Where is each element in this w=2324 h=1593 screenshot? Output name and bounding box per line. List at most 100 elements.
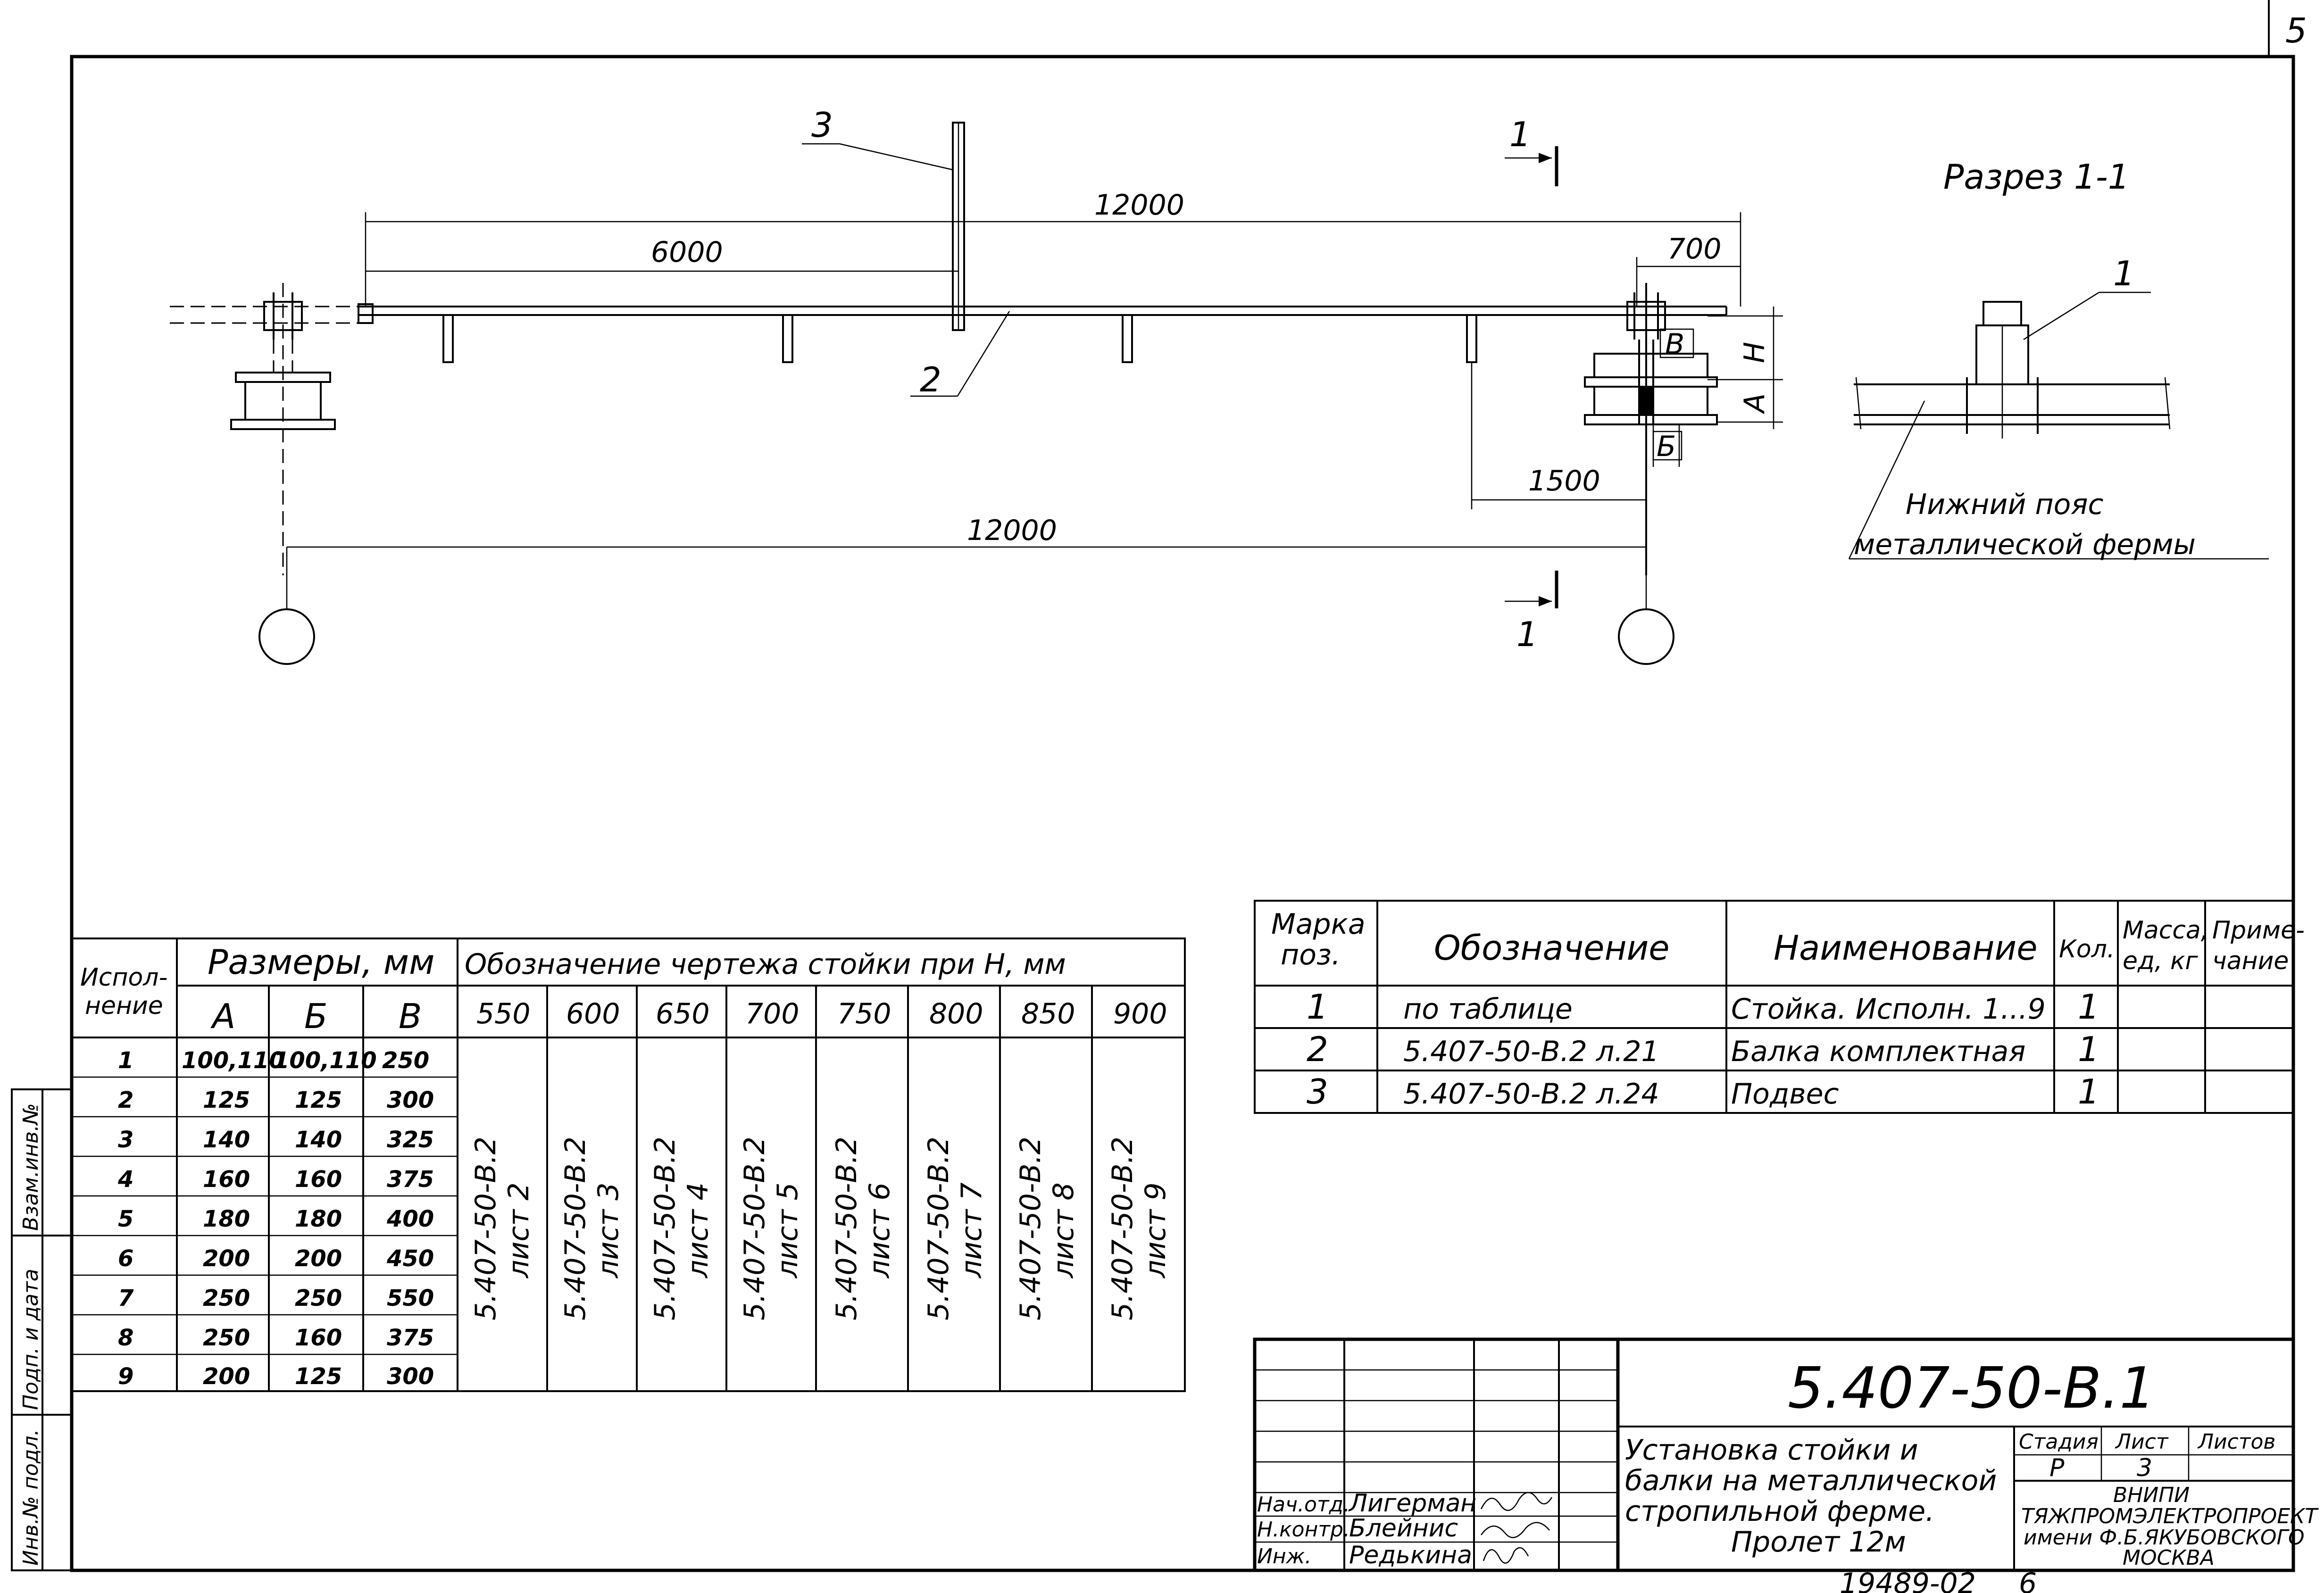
row1-a: 100,110	[182, 1047, 285, 1074]
dim-700: 700	[1667, 232, 1722, 266]
row2-v: 300	[387, 1087, 434, 1113]
hanger	[782, 314, 793, 363]
column-right	[1618, 608, 1674, 665]
spec-row2-qty: 1	[2078, 1029, 2099, 1069]
spec-row3-designation: 5.407-50-В.2 л.24	[1403, 1078, 1659, 1111]
size-header-b: Б	[304, 996, 327, 1036]
sheet-label: Лист	[2115, 1430, 2169, 1454]
ref-sheet-850: лист 8	[1047, 1182, 1080, 1278]
spec-h-mark-l2: поз.	[1281, 938, 1341, 971]
row8-a: 250	[203, 1325, 250, 1351]
row1-b: 100,110	[274, 1047, 377, 1074]
row6-a: 200	[203, 1245, 250, 1272]
spec-table: Марка поз. Обозначение Наименование Кол.…	[1254, 900, 2305, 1114]
row8-b: 160	[295, 1325, 342, 1351]
ref-code-750: 5.407-50-В.2	[830, 1137, 863, 1320]
sheet-value: 3	[2137, 1454, 2152, 1482]
section-note-line1: Нижний пояс	[1906, 488, 2103, 521]
h-550: 550	[476, 997, 531, 1030]
signature-2	[1480, 1522, 1550, 1538]
org-line3: имени Ф.Б.ЯКУБОВСКОГО	[2024, 1526, 2305, 1550]
doc-code: 5.407-50-В.1	[1788, 1356, 2156, 1421]
col-sizes: Размеры, мм	[208, 942, 434, 982]
section-note-line2: металлической фермы	[1854, 528, 2196, 561]
callout-3: 3	[811, 105, 833, 145]
row1-v: 250	[382, 1047, 429, 1074]
ref-sheet-650: лист 4	[682, 1182, 715, 1278]
hanger	[1466, 314, 1477, 363]
org-line4: МОСКВА	[2123, 1546, 2215, 1570]
label-box-v	[1659, 328, 1694, 358]
row4-version: 4	[117, 1166, 133, 1193]
side-stamp-f2: Подп. и дата	[19, 1269, 43, 1410]
row9-b: 125	[295, 1363, 342, 1390]
col-version-l1: Испол-	[80, 963, 167, 992]
h-600: 600	[566, 997, 620, 1030]
dim-6000: 6000	[651, 236, 723, 269]
section-title: Разрез 1-1	[1943, 157, 2130, 197]
h-900: 900	[1113, 997, 1167, 1030]
row2-b: 125	[295, 1087, 342, 1113]
stage-label: Стадия	[2019, 1430, 2099, 1454]
row8-version: 8	[118, 1325, 133, 1351]
bottom-code: 19489-02	[1840, 1567, 1976, 1593]
spec-row2-name: Балка комплектная	[1731, 1035, 2025, 1068]
h-750: 750	[837, 997, 891, 1030]
row8-v: 375	[387, 1325, 434, 1351]
person3-role: Инж.	[1257, 1544, 1311, 1568]
side-stamp-f1: Взам.инв.№	[19, 1103, 43, 1231]
note-leader	[1848, 400, 1925, 559]
person2-role: Н.контр.	[1257, 1518, 1350, 1542]
row4-b: 160	[295, 1166, 342, 1193]
callout-2-leader	[957, 311, 1010, 397]
row3-v: 325	[387, 1127, 434, 1153]
size-header-a: А	[210, 996, 235, 1036]
dim-12000-bottom: 12000	[967, 514, 1057, 547]
row6-version: 6	[118, 1245, 133, 1272]
ref-sheet-700: лист 5	[771, 1182, 804, 1278]
title-line3: стропильной ферме.	[1625, 1495, 1934, 1528]
spec-h-mass-l1: Масса,	[2123, 916, 2208, 945]
title-line1: Установка стойки и	[1625, 1434, 1918, 1467]
spec-row2-pos: 2	[1307, 1029, 1328, 1069]
row5-v: 400	[386, 1206, 434, 1232]
label-a: А	[1738, 393, 1771, 415]
hanger	[442, 314, 454, 363]
spec-row1-qty: 1	[2078, 987, 2099, 1027]
ref-sheet-750: лист 6	[863, 1182, 896, 1278]
person1-role: Нач.отд.	[1257, 1493, 1350, 1517]
title-line2: балки на металлической	[1625, 1464, 1997, 1497]
signature-1	[1480, 1492, 1553, 1511]
ref-code-700: 5.407-50-В.2	[738, 1137, 771, 1320]
h-800: 800	[929, 997, 983, 1030]
side-stamp-f3: Инв.№ подл.	[19, 1429, 43, 1566]
section-label-top: 1	[1509, 115, 1531, 154]
right-support	[1584, 283, 1718, 575]
signature-3	[1483, 1547, 1529, 1564]
row7-v: 550	[387, 1285, 434, 1311]
spec-row1-pos: 1	[1307, 987, 1328, 1027]
label-v: В	[1665, 328, 1684, 361]
spec-row3-qty: 1	[2078, 1072, 2099, 1112]
spec-row1-name: Стойка. Исполн. 1...9	[1731, 993, 2046, 1026]
ref-code-900: 5.407-50-В.2	[1106, 1137, 1139, 1320]
left-support	[230, 283, 336, 575]
org-line2: ТЯЖПРОМЭЛЕКТРОПРОЕКТ	[2021, 1504, 2319, 1528]
variants-table: Испол- нение Размеры, мм Обозначение чер…	[71, 938, 1186, 1392]
side-stamp: Взам.инв.№ Подп. и дата Инв.№ подл.	[11, 1088, 73, 1571]
spec-row3-name: Подвес	[1731, 1078, 1839, 1111]
row2-version: 2	[118, 1087, 133, 1113]
dim-1500: 1500	[1528, 465, 1600, 498]
section-label-bottom: 1	[1516, 614, 1538, 654]
ref-code-800: 5.407-50-В.2	[922, 1137, 955, 1320]
spec-h-name: Наименование	[1774, 928, 2038, 968]
row6-b: 200	[295, 1245, 342, 1272]
ref-code-850: 5.407-50-В.2	[1014, 1137, 1047, 1320]
h-850: 850	[1021, 997, 1075, 1030]
person2-name: Блейнис	[1349, 1514, 1458, 1543]
stage-value: Р	[2049, 1454, 2065, 1482]
ref-sheet-550: лист 2	[502, 1182, 535, 1278]
row7-version: 7	[118, 1285, 134, 1311]
row1-version: 1	[118, 1047, 133, 1074]
